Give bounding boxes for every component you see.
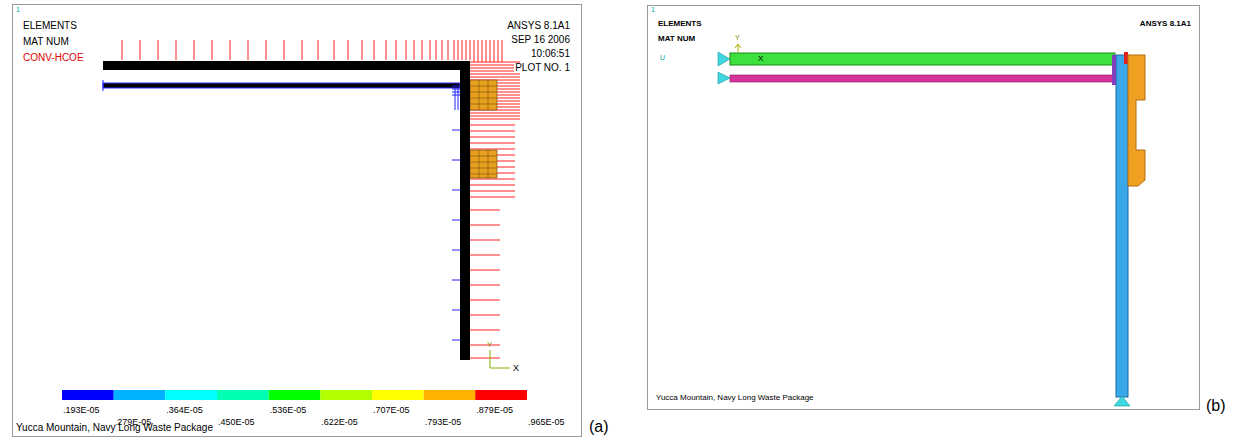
plot-header: ELEMENTS [23,21,77,31]
contour-value: .622E-05 [321,418,358,427]
color-band [424,390,476,400]
axis-label: Y [487,341,492,349]
axis-label: U [660,54,665,61]
contour-value: .879E-05 [476,406,513,415]
outer-shell-bar [730,53,1115,65]
model-a [62,40,527,400]
contour-value: .707E-05 [373,406,410,415]
panel-label: (b) [1206,398,1226,414]
contour-value: .536E-05 [270,406,307,415]
orange-lid-part [1128,55,1145,186]
contour-value: .364E-05 [166,406,203,415]
contour-value: .450E-05 [218,418,255,427]
panel-label: (a) [589,419,609,435]
plot-header: MAT NUM [658,35,695,43]
plot-caption: Yucca Mountain, Navy Long Waste Package [656,394,814,402]
inner-shell-bar [103,83,460,88]
blue-markers [103,80,460,340]
plot-stamp: SEP 16 2006 [510,35,571,45]
weld-corner [1124,52,1128,64]
color-band [165,390,217,400]
support-symbol [718,52,730,66]
axis-triad [735,44,741,52]
plot-header: ELEMENTS [658,20,702,28]
axis-triad [490,350,510,368]
orange-block [470,80,497,110]
color-band [114,390,166,400]
color-band [320,390,372,400]
plot-panel: 1ELEMENTS MAT NUM ANSYS 8.1A1Y X U Yucca Moun… [647,5,1200,410]
color-band [475,390,527,400]
axis-label: X [513,364,519,373]
inner-shell-bar [730,75,1115,82]
support-symbol [718,72,730,84]
plot-panel: 1ELEMENTS MAT NUM CONV-HCOE ANSYS 8.1A1SEP … [12,4,582,437]
model-b [718,44,1145,406]
axis-label: Y [735,34,740,41]
contour-value: .965E-05 [528,418,565,427]
plot-stamp: PLOT NO. 1 [514,63,571,73]
contour-value: .193E-05 [63,406,100,415]
plot-stamp: 10:06:51 [530,49,571,59]
orange-mesh [470,80,497,178]
color-band [62,390,114,400]
plot-stamp: ANSYS 8.1A1 [1140,20,1191,28]
color-band [217,390,269,400]
axis-label: X [758,55,763,63]
outer-shell-bar [103,61,470,70]
window-number: 1 [16,6,20,13]
contour-value: .793E-05 [425,418,462,427]
color-bar [62,390,527,400]
vertical-lid-bar [1116,55,1128,397]
support-symbol [1114,396,1130,406]
plot-header: MAT NUM [23,37,69,47]
inner-lid-strip [1112,55,1116,85]
plot-caption: Yucca Mountain, Navy Long Waste Package [16,423,213,433]
plot-stamp: ANSYS 8.1A1 [506,21,571,31]
triad-lines [490,350,510,368]
color-band [372,390,424,400]
color-band [269,390,321,400]
vertical-lid-bar [460,70,470,360]
plot-header: CONV-HCOE [23,53,84,63]
window-number: 1 [651,6,655,13]
